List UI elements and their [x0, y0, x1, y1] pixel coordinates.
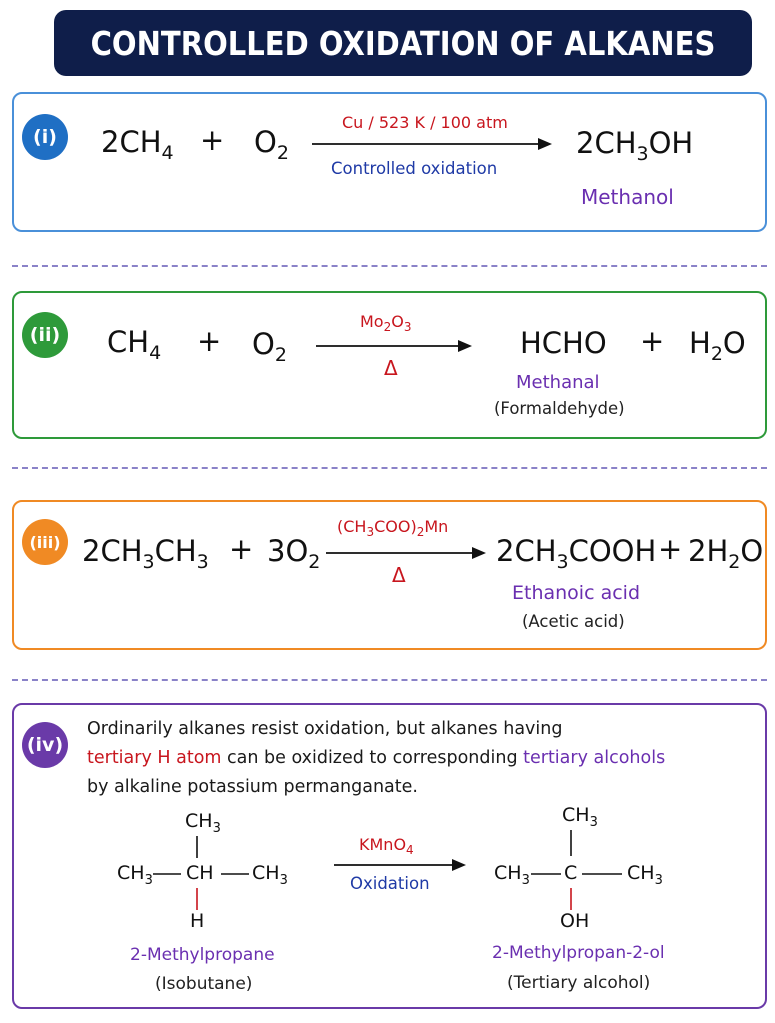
reactant-left-ch3: CH3	[117, 862, 153, 888]
bond-horizontal	[153, 873, 181, 875]
highlight-tertiary-h: tertiary H atom	[87, 748, 222, 768]
tertiary-h-atom: H	[190, 910, 205, 932]
bond-horizontal	[582, 873, 622, 875]
reactant-o2: O2	[254, 125, 289, 164]
product-2ch3oh: 2CH3OH	[576, 126, 694, 165]
catalyst-mo2o3: Mo2O3	[360, 312, 412, 334]
divider	[12, 679, 767, 681]
hydroxyl-group: OH	[560, 910, 590, 932]
product-alt-name: (Tertiary alcohol)	[507, 973, 651, 993]
reactant-alt-name: (Isobutane)	[155, 974, 253, 994]
heat-symbol: Δ	[392, 563, 406, 587]
product-alt-name: (Acetic acid)	[522, 612, 625, 631]
plus-sign: +	[197, 324, 222, 358]
condition-bottom: Controlled oxidation	[331, 159, 498, 178]
badge-ii: (ii)	[22, 312, 68, 358]
plus-sign: +	[200, 123, 225, 157]
divider	[12, 467, 767, 469]
reaction-box-3	[12, 500, 767, 650]
product-top-ch3: CH3	[562, 804, 598, 830]
product-name: 2-Methylpropan-2-ol	[492, 943, 665, 963]
heat-symbol: Δ	[384, 356, 398, 380]
description-middle: can be oxidized to corresponding	[221, 748, 524, 768]
product-h2o: H2O	[689, 326, 746, 365]
condition-oxidation: Oxidation	[350, 874, 430, 893]
reactant-right-ch3: CH3	[252, 862, 288, 888]
product-name: Ethanoic acid	[512, 582, 640, 604]
page-title: CONTROLLED OXIDATION OF ALKANES	[90, 23, 716, 63]
reactant-o2: O2	[252, 327, 287, 366]
bond-vertical	[196, 888, 198, 910]
reaction-box-2	[12, 291, 767, 439]
product-name: Methanal	[516, 372, 600, 393]
title-banner: CONTROLLED OXIDATION OF ALKANES	[54, 10, 752, 76]
reaction-box-1	[12, 92, 767, 232]
reactant-center-ch: CH	[186, 862, 214, 884]
badge-iii: (iii)	[22, 519, 68, 565]
product-2ch3cooh: 2CH3COOH	[496, 534, 657, 573]
product-center-c: C	[564, 862, 578, 884]
product-hcho: HCHO	[520, 326, 607, 360]
reaction-arrow	[326, 547, 486, 559]
highlight-tertiary-alcohols: tertiary alcohols	[523, 748, 666, 768]
bond-horizontal	[531, 873, 561, 875]
catalyst-manganese-acetate: (CH3COO)2Mn	[337, 517, 449, 539]
bond-horizontal	[221, 873, 249, 875]
condition-top: Cu / 523 K / 100 atm	[342, 113, 508, 132]
reactant-name: 2-Methylpropane	[130, 945, 275, 965]
reaction-arrow	[316, 340, 472, 352]
plus-sign: +	[658, 532, 683, 566]
reagent-kmno4: KMnO4	[359, 835, 414, 857]
reaction-arrow	[334, 859, 466, 871]
reaction-arrow	[312, 138, 552, 150]
reactant-2ch3ch3: 2CH3CH3	[82, 534, 209, 573]
description-line-3: by alkaline potassium permanganate.	[87, 777, 418, 797]
reactant-ch4: CH4	[107, 325, 162, 364]
bond-vertical	[570, 888, 572, 910]
bond-vertical	[570, 830, 572, 856]
product-name: Methanol	[581, 185, 674, 209]
product-2h2o: 2H2O	[688, 534, 764, 573]
badge-i: (i)	[22, 114, 68, 160]
product-right-ch3: CH3	[627, 862, 663, 888]
badge-iv: (iv)	[22, 722, 68, 768]
bond-vertical	[196, 836, 198, 858]
reactant-3o2: 3O2	[267, 534, 321, 573]
divider	[12, 265, 767, 267]
plus-sign: +	[640, 324, 665, 358]
plus-sign: +	[229, 532, 254, 566]
reactant-top-ch3: CH3	[185, 810, 221, 836]
description-line-1: Ordinarily alkanes resist oxidation, but…	[87, 719, 563, 739]
reactant-2ch4: 2CH4	[101, 125, 174, 164]
description-line-2: tertiary H atom can be oxidized to corre…	[87, 748, 666, 768]
reaction-box-4	[12, 703, 767, 1009]
product-alt-name: (Formaldehyde)	[494, 399, 625, 418]
product-left-ch3: CH3	[494, 862, 530, 888]
